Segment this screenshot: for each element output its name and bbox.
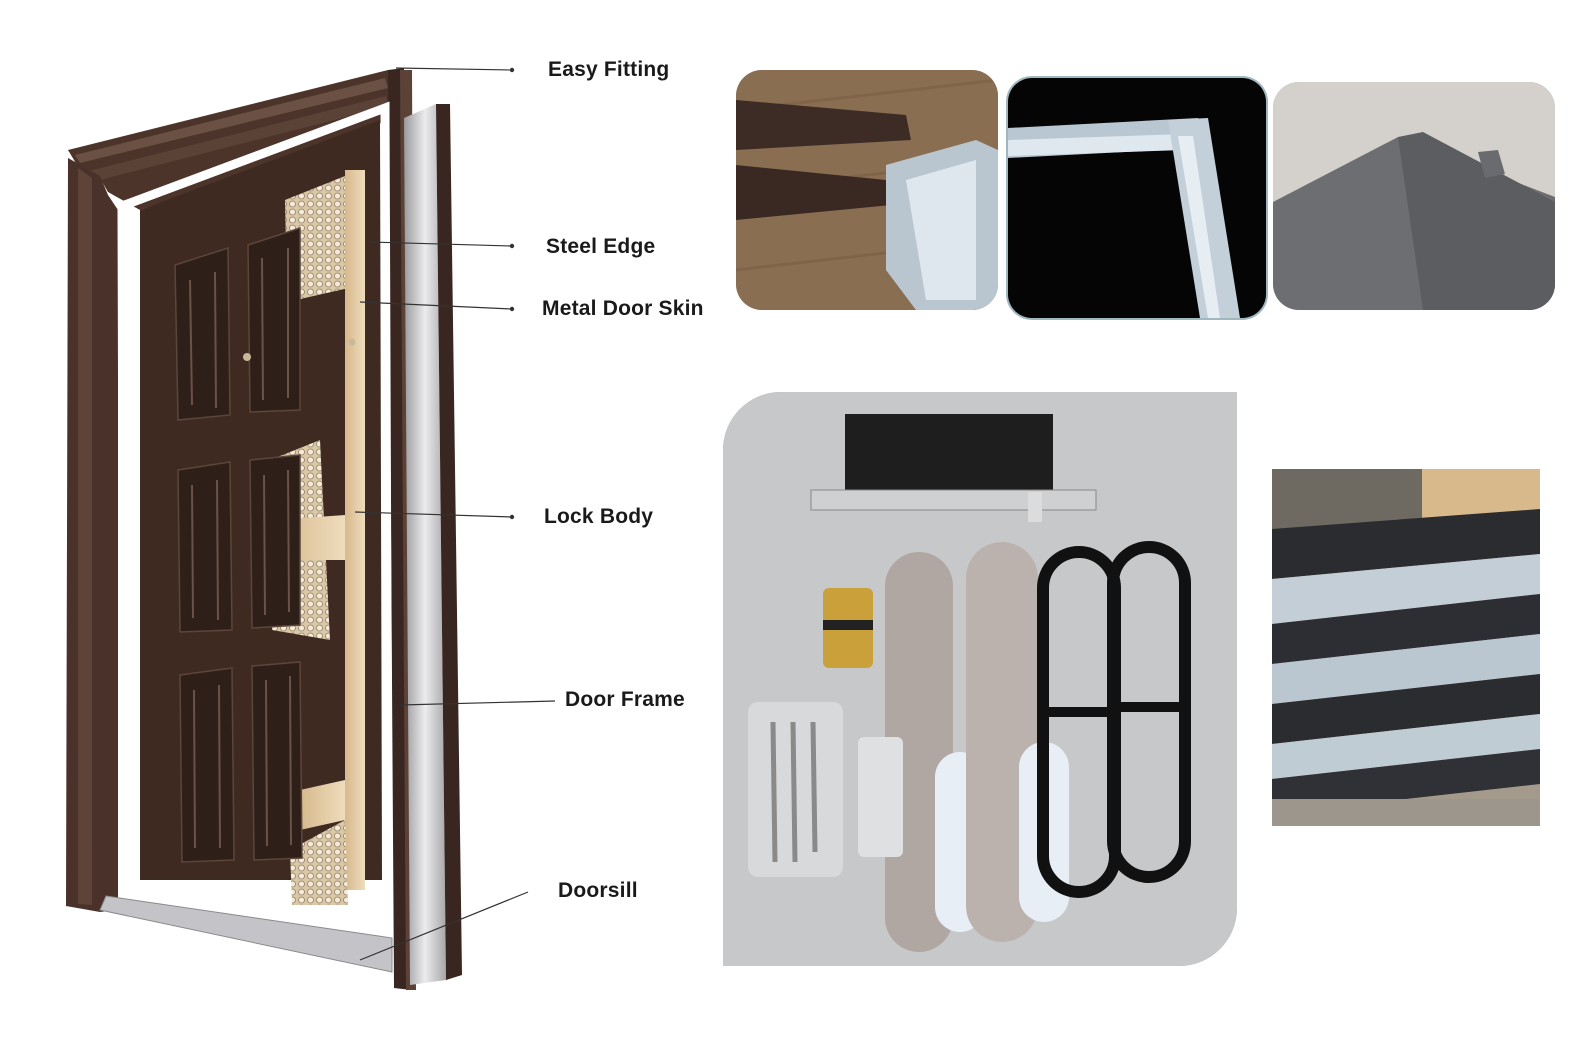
steel-edge-strip	[404, 104, 462, 985]
label-doorsill: Doorsill	[558, 879, 638, 902]
door-diagram	[66, 67, 556, 990]
label-steel-edge: Steel Edge	[546, 235, 656, 258]
leader-lines	[354, 67, 556, 961]
honeycomb-core	[285, 170, 362, 300]
photo-packaged-frames	[1272, 469, 1540, 826]
photo-steel-corner-dark	[1006, 76, 1268, 320]
door-leaf	[140, 120, 382, 905]
label-lock-body: Lock Body	[544, 505, 654, 528]
photo-frame-profiles	[736, 70, 998, 310]
label-easy-fitting: Easy Fitting	[548, 58, 670, 81]
door-frame-outline	[66, 68, 416, 990]
photo-steel-corner-grey	[1273, 82, 1555, 310]
photo-lock-kit	[723, 392, 1237, 966]
label-door-frame: Door Frame	[565, 688, 685, 711]
label-metal-door-skin: Metal Door Skin	[542, 297, 704, 320]
doorsill-bar	[99, 895, 393, 973]
